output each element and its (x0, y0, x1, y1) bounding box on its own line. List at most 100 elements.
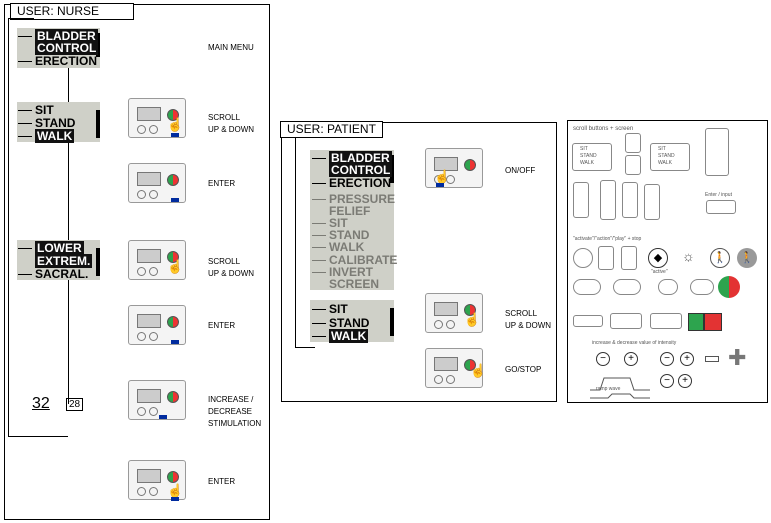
play-stop-sketch (650, 313, 682, 329)
plus-icon: + (624, 352, 638, 366)
minus-icon: − (660, 352, 674, 366)
caption-gostop: GO/STOP (505, 365, 542, 374)
device-enter: ☝ (128, 460, 186, 501)
play-icon-sketch (621, 246, 637, 270)
menu-item-disabled: FELIEF (329, 204, 371, 218)
stop-button-red (704, 313, 722, 331)
button-sketch (622, 182, 638, 218)
minus-icon: − (596, 352, 610, 366)
sketch-active-word: "active" (651, 269, 668, 275)
slider-sketch (573, 315, 603, 327)
ramp-wave-sketch (590, 377, 650, 399)
play-stop-sketch (658, 279, 678, 295)
plus-icon: + (680, 352, 694, 366)
menu-item-disabled: SCREEN (329, 277, 380, 291)
play-button-green (688, 313, 704, 331)
caption-decrease: DECREASE (208, 407, 253, 416)
menu-item: SACRAL. (18, 268, 88, 280)
flow-line (8, 436, 68, 437)
menu-item-disabled: PRESSURE (312, 193, 395, 205)
stimulation-target: 28 (66, 398, 84, 411)
walk-icon: 🚶 (710, 248, 730, 268)
stimulation-value: 32 (32, 395, 50, 412)
enter-button-sketch (706, 200, 736, 214)
sketch-screen-item: SIT (658, 146, 666, 152)
scrollbar (390, 308, 394, 336)
scrollbar (96, 33, 100, 57)
menu-item: WALK (18, 129, 75, 143)
menu-item: CONTROL (329, 163, 393, 177)
device-scroll: ☝ (128, 240, 186, 280)
play-stop-sketch (690, 279, 714, 295)
play-stop-sketch (613, 279, 641, 295)
play-icon-sketch (598, 246, 614, 270)
updown-button-sketch (705, 128, 729, 176)
button-sketch (573, 182, 589, 218)
device-onoff: ☝ (425, 148, 483, 188)
caption-scroll: UP & DOWN (208, 269, 255, 278)
sketch-screen-item: SIT (580, 146, 588, 152)
sketch-screen-item: STAND (658, 153, 675, 159)
play-stop-sketch (573, 279, 601, 295)
device-intensity (128, 380, 186, 420)
sketch-screen-item: WALK (658, 160, 672, 166)
flow-line (8, 18, 34, 19)
menu-item-disabled: STAND (312, 229, 369, 241)
caption-main-menu: MAIN MENU (208, 43, 254, 52)
sun-icon: ☼ (682, 248, 695, 264)
menu-item: STAND (312, 317, 369, 329)
menu-item: SIT (312, 303, 348, 315)
device-scroll: ☝ (425, 293, 483, 333)
sketch-screen-item: STAND (580, 153, 597, 159)
menu-item: ERECTION (18, 55, 97, 67)
caption-stimulation: STIMULATION (208, 419, 262, 428)
nurse-user-label: USER: NURSE (10, 3, 134, 20)
menu-item: EXTREM. (35, 254, 93, 268)
flow-line (295, 137, 296, 347)
active-diamond-icon: ◆ (648, 248, 668, 268)
sketch-activate-label: "activate"/"action"/"play" + stop (573, 236, 642, 242)
scrollbar (390, 155, 394, 183)
caption-scroll: UP & DOWN (208, 125, 255, 134)
menu-item: SIT (18, 104, 54, 116)
sketch-screen (572, 143, 612, 171)
device-gostop: ☝ (425, 348, 486, 388)
go-stop-icon (718, 276, 740, 298)
caption-enter: ENTER (208, 477, 236, 486)
button-sketch (600, 180, 616, 220)
device-enter (128, 163, 186, 203)
sketch-title: scroll buttons + screen (573, 126, 634, 132)
sketch-screen-item: WALK (580, 160, 594, 166)
plus-icon: ✚ (728, 345, 747, 370)
sketch-enter-label: Enter / input (705, 192, 732, 198)
caption-increase: INCREASE / (208, 395, 254, 404)
menu-item: BLADDER (18, 29, 98, 43)
scrollbar (96, 110, 100, 138)
walk-icon: 🚶 (737, 248, 757, 268)
caption-onoff: ON/OFF (505, 166, 536, 175)
device-enter (128, 305, 186, 345)
menu-item-disabled: CALIBRATE (312, 254, 397, 266)
sketch-ramp-label: ramp wave (596, 386, 621, 392)
menu-item-disabled: WALK (312, 241, 364, 253)
minus-icon: − (660, 374, 674, 388)
menu-item-disabled: INVERT (312, 266, 373, 278)
down-button-sketch (625, 155, 641, 175)
up-button-sketch (625, 133, 641, 153)
menu-item: ERECTION (312, 177, 391, 189)
flow-line (295, 137, 355, 138)
play-icon-sketch (573, 248, 593, 268)
menu-item: WALK (312, 329, 369, 343)
caption-scroll: SCROLL (208, 257, 241, 266)
menu-item: LOWER (18, 241, 84, 255)
caption-scroll: SCROLL (208, 113, 241, 122)
menu-item: STAND (18, 117, 75, 129)
button-sketch (644, 184, 660, 220)
caption-enter: ENTER (208, 321, 236, 330)
menu-item: CONTROL (35, 41, 99, 55)
play-stop-sketch (610, 313, 642, 329)
flow-line (68, 66, 69, 404)
menu-item: BLADDER (312, 151, 392, 165)
caption-enter: ENTER (208, 179, 236, 188)
sketch-intensity-label: increase & decrease value of intensity (592, 340, 677, 346)
